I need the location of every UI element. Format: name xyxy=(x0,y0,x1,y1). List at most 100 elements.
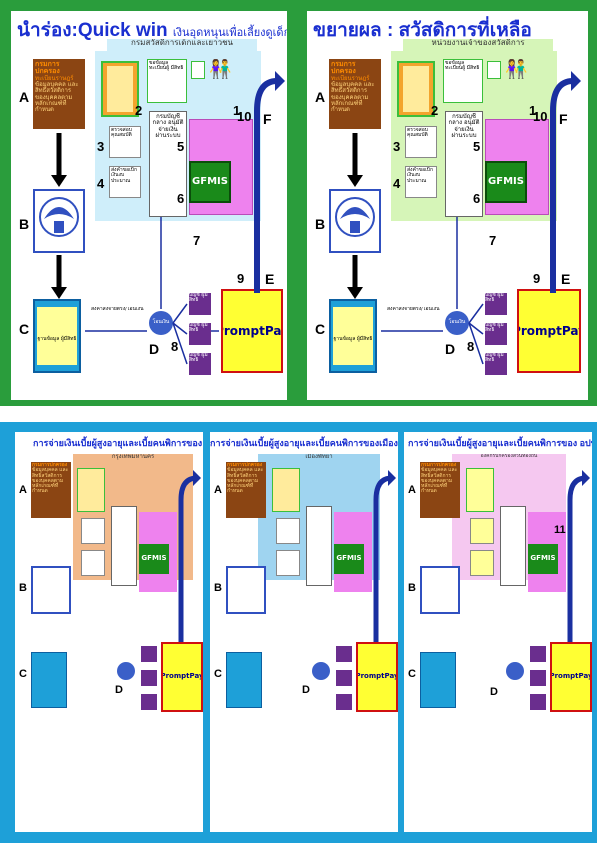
treasury-seal xyxy=(420,566,460,614)
bank-box xyxy=(420,652,456,708)
process-box-2 xyxy=(466,468,494,512)
side-box-3 xyxy=(276,518,300,544)
promptpay-box: PromptPay xyxy=(356,642,398,712)
step-4: 4 xyxy=(393,176,401,191)
bank-ops-circle xyxy=(506,662,524,680)
account-3 xyxy=(336,694,352,710)
label-c: C xyxy=(315,321,326,337)
approval-box: กรมบัญชีกลาง อนุมัติ จ่ายเงิน ผ่านระบบ xyxy=(445,111,483,217)
step-9: 9 xyxy=(237,271,245,286)
side-box-3: ตรวจสอบ คุณสมบัติ xyxy=(405,126,437,158)
request-box: ขอข้อมูล ทะเบียนผู้ มีสิทธิ xyxy=(147,59,187,103)
bank-ops-circle xyxy=(117,662,135,680)
agency-header: กรุงเทพมหานคร xyxy=(111,454,155,460)
step-5: 5 xyxy=(177,139,185,154)
label-b: B xyxy=(315,216,326,232)
label-d: D xyxy=(302,684,310,696)
transfer-note: ส่งคำสั่งจ่ายตรง/โอนเงิน xyxy=(91,307,144,312)
return-arrow xyxy=(550,71,581,293)
approval-box: กรมบัญชีกลาง อนุมัติ จ่ายเงิน ผ่านระบบ xyxy=(149,111,187,217)
ministry-box: กรมการปกครอง ทะเบียนราษฎร์ ข้อมูลบุคคล แ… xyxy=(329,59,381,129)
label-a: A xyxy=(19,484,27,496)
label-e: E xyxy=(561,271,571,287)
request-box: ขอข้อมูล ทะเบียนผู้ มีสิทธิ xyxy=(443,59,483,103)
treasury-seal xyxy=(31,566,71,614)
step-10: 10 xyxy=(533,109,548,124)
panel-title: ขยายผล : สวัสดิการที่เหลือ xyxy=(313,20,532,41)
return-arrow xyxy=(178,470,201,642)
panel-local-gov: การจ่ายเงินเบี้ยผู้สูงอายุและเบี้ยคนพิกา… xyxy=(404,432,592,832)
flow-arrows xyxy=(347,133,484,365)
label-c: C xyxy=(19,321,30,337)
gfmis-box: GFMIS xyxy=(189,161,231,203)
side-box-4: ส่งคำขอเบิก เงินงบประมาณ xyxy=(405,166,437,198)
label-d: D xyxy=(149,341,160,357)
treasury-seal xyxy=(33,189,85,253)
step-8: 8 xyxy=(467,339,475,354)
panel-title: การจ่ายเงินเบี้ยผู้สูงอายุและเบี้ยคนพิกา… xyxy=(33,438,203,448)
bank-inner: ฐานข้อมูล ผู้มีสิทธิ xyxy=(37,307,77,365)
process-box-2 xyxy=(272,468,300,512)
account-2: บัญชี ผู้มีสิทธิ xyxy=(189,323,211,345)
label-b: B xyxy=(408,582,416,594)
label-b: B xyxy=(19,582,27,594)
panel-expand: ขยายผล : สวัสดิการที่เหลือ หน่วยงานเจ้าข… xyxy=(307,11,588,400)
account-2: บัญชี ผู้มีสิทธิ xyxy=(485,323,507,345)
flow-arrows xyxy=(51,133,219,365)
label-a: A xyxy=(214,484,222,496)
promptpay-box: PromptPay xyxy=(161,642,203,712)
step-6: 6 xyxy=(177,191,185,206)
side-box-4: ส่งคำขอเบิก เงินงบประมาณ xyxy=(109,166,141,198)
label-b: B xyxy=(19,216,30,232)
step-10: 10 xyxy=(237,109,252,124)
panel-title: การจ่ายเงินเบี้ยผู้สูงอายุและเบี้ยคนพิกา… xyxy=(408,438,592,448)
account-1: บัญชี ผู้มีสิทธิ xyxy=(189,293,211,315)
panel-title: นำร่อง:Quick win เงินอุดหนุนเพื่อเลี้ยงด… xyxy=(17,20,287,41)
step-7: 7 xyxy=(489,233,497,248)
agency-header: เมืองพัทยา xyxy=(305,454,333,460)
agency-header: องค์กรปกครองส่วนท้องถิ่น xyxy=(480,454,538,459)
treasury-seal xyxy=(226,566,266,614)
bank-inner: ฐานข้อมูล ผู้มีสิทธิ xyxy=(333,307,373,365)
process-box-2-inner xyxy=(403,66,429,112)
account-3: บัญชี ผู้มีสิทธิ xyxy=(485,353,507,375)
approval-box xyxy=(500,506,526,586)
gfmis-box: GFMIS xyxy=(528,544,558,574)
side-box-3 xyxy=(470,518,494,544)
step-6: 6 xyxy=(473,191,481,206)
process-box-2 xyxy=(77,468,105,512)
label-d: D xyxy=(490,686,498,698)
people-icon: 👫 xyxy=(209,59,232,79)
step-11: 11 xyxy=(554,524,566,536)
ministry-box: กรมการปกครองข้อมูลบุคคล และสิทธิสวัสดิกา… xyxy=(31,462,71,518)
promptpay-box: PromptPay xyxy=(550,642,592,712)
label-a: A xyxy=(408,484,416,496)
people-icon: 👫 xyxy=(505,59,528,79)
step-9: 9 xyxy=(533,271,541,286)
account-1 xyxy=(530,646,546,662)
promptpay-box: PromptPay xyxy=(221,289,283,373)
agency-header: กรมสวัสดิการเด็กและเยาวชน xyxy=(107,39,257,52)
label-c: C xyxy=(19,668,27,680)
ministry-box: กรมการปกครอง ทะเบียนราษฎร์ ข้อมูลบุคคล แ… xyxy=(33,59,85,129)
label-d: D xyxy=(445,341,456,357)
step-8: 8 xyxy=(171,339,179,354)
approval-box xyxy=(306,506,332,586)
step-4: 4 xyxy=(97,176,105,191)
promptpay-box: PromptPay xyxy=(517,289,581,373)
step-7: 7 xyxy=(193,233,201,248)
account-3: บัญชี ผู้มีสิทธิ xyxy=(189,353,211,375)
step-1: 1 xyxy=(233,103,241,118)
side-box-4 xyxy=(470,550,494,576)
label-a: A xyxy=(19,89,30,105)
bank-box xyxy=(226,652,262,708)
step-3: 3 xyxy=(393,139,401,154)
gfmis-box: GFMIS xyxy=(485,161,527,203)
mini-doc xyxy=(487,61,501,79)
label-c: C xyxy=(214,668,222,680)
side-box-3 xyxy=(81,518,105,544)
bank-ops-circle: โอนเงิน xyxy=(445,311,469,335)
step-1: 1 xyxy=(529,103,537,118)
mini-doc xyxy=(191,61,205,79)
account-2 xyxy=(530,670,546,686)
